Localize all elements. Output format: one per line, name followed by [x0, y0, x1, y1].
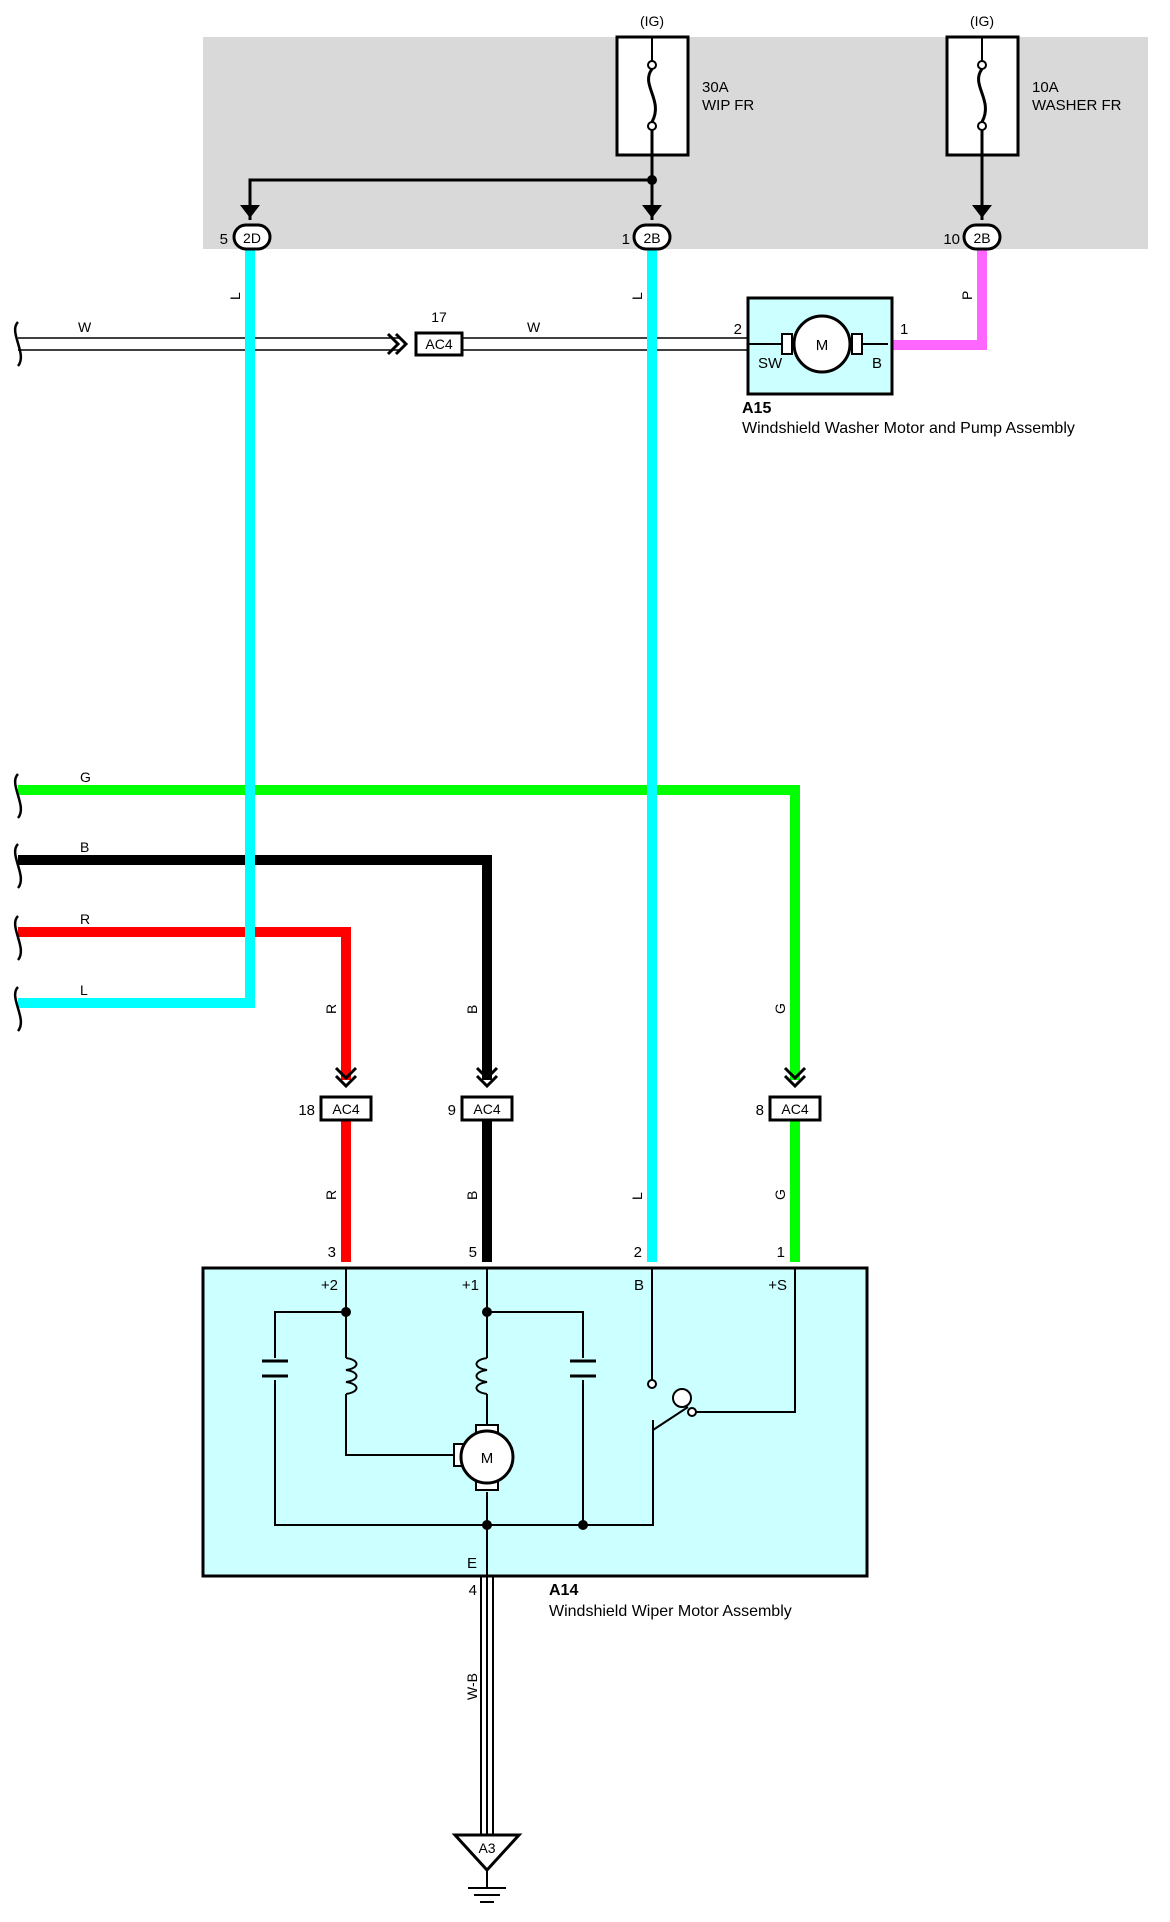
wiper-terminal-plus2: +2 — [321, 1277, 338, 1294]
wire-break-symbols — [13, 321, 23, 1032]
connector-2b-right: 10 2B — [943, 223, 1002, 251]
wire-label-wb: W-B — [464, 1673, 480, 1700]
wire-label-b-upper: B — [464, 1005, 480, 1014]
wire-wb-ground — [480, 1576, 494, 1835]
wiper-pin-1: 1 — [777, 1244, 785, 1261]
connector-2b-left-pin: 1 — [622, 231, 630, 248]
washer-motor-assembly: M SW B 2 1 A15 Windshield Washer Motor a… — [734, 296, 1075, 437]
wire-label-g-in: G — [80, 769, 91, 785]
wire-label-l-lower: L — [629, 1192, 645, 1200]
connector-ac4-17-pin: 17 — [431, 309, 447, 325]
wire-p-washer-supply — [888, 250, 987, 350]
washer-pin-sw: 2 — [734, 321, 742, 338]
coil-left-icon — [345, 1357, 358, 1405]
connector-ac4-9-label: AC4 — [473, 1101, 500, 1117]
connector-ac4-17-label: AC4 — [425, 336, 452, 352]
wire-label-b-lower: B — [464, 1191, 480, 1200]
wire-label-l-2d: L — [227, 292, 243, 300]
arrow-2b-left — [642, 205, 662, 218]
ground-icon — [451, 1833, 523, 1903]
connector-ac4-9-pin: 9 — [448, 1102, 456, 1119]
connector-2d-label: 2D — [243, 230, 261, 246]
switch-contact-icon — [647, 1379, 657, 1389]
coil-right-icon — [475, 1357, 488, 1425]
wiper-motor-symbol: M — [481, 1450, 494, 1467]
arrow-2d — [240, 205, 260, 218]
wire-label-l-in: L — [80, 982, 88, 998]
washer-motor-symbol: M — [816, 337, 829, 354]
wiper-ground-pin: 4 — [469, 1582, 477, 1599]
wire-label-w-mid: W — [527, 319, 541, 335]
wiper-terminal-plus-s: +S — [768, 1277, 787, 1294]
fuse-wip-supply: (IG) — [640, 13, 664, 29]
wiper-terminal-plus1: +1 — [462, 1277, 479, 1294]
wire-label-g-lower: G — [772, 1189, 788, 1200]
connector-ac4-8: 8 AC4 — [756, 1066, 822, 1122]
washer-terminal-b: B — [872, 355, 882, 372]
connector-ac4-9: 9 AC4 — [448, 1066, 514, 1122]
fuse-wip-name: WIP FR — [702, 97, 754, 114]
wiper-motor-assembly: 3 5 2 1 +2 +1 B +S — [201, 1244, 869, 1620]
connector-ac4-8-pin: 8 — [756, 1102, 764, 1119]
wiper-pin-2: 2 — [634, 1244, 642, 1261]
connector-2b-left-label: 2B — [643, 230, 660, 246]
cam-switch-icon — [672, 1388, 692, 1408]
wire-l-2d — [18, 250, 255, 1008]
wiper-motor-code: A14 — [549, 1582, 578, 1599]
connector-ac4-18-pin: 18 — [298, 1102, 315, 1119]
wiper-internal-circuit — [274, 1268, 796, 1580]
fuse-wip-rating: 30A — [702, 79, 729, 96]
fuse-washer-rating: 10A — [1032, 79, 1059, 96]
wire-label-g-upper: G — [772, 1003, 788, 1014]
arrow-2b-right — [972, 205, 992, 218]
connector-2b-left: 1 2B — [622, 223, 672, 251]
washer-pin-b: 1 — [900, 321, 908, 338]
wire-label-l-2b: L — [629, 292, 645, 300]
connector-2b-right-label: 2B — [973, 230, 990, 246]
wire-w-washer — [18, 337, 748, 351]
wiper-motor-name: Windshield Wiper Motor Assembly — [549, 1603, 792, 1620]
wire-g — [18, 785, 800, 1080]
washer-motor-name: Windshield Washer Motor and Pump Assembl… — [742, 420, 1075, 437]
wire-label-r-upper: R — [323, 1004, 339, 1014]
wire-label-r-in: R — [80, 911, 90, 927]
capacitor-right-icon — [570, 1359, 596, 1378]
junction-dot-wip — [647, 175, 657, 185]
connector-2d: 5 2D — [220, 223, 272, 251]
wiper-junction-dots — [341, 1307, 588, 1530]
connector-2b-right-pin: 10 — [943, 231, 960, 248]
washer-motor-icon — [792, 314, 852, 374]
connector-ac4-18-label: AC4 — [332, 1101, 359, 1117]
wiper-terminal-b: B — [634, 1277, 644, 1294]
wire-label-b-in: B — [80, 839, 89, 855]
washer-terminal-sw: SW — [758, 355, 783, 372]
connector-2d-pin: 5 — [220, 231, 228, 248]
ground-label: A3 — [478, 1840, 495, 1856]
wire-label-p-2b: P — [959, 291, 975, 300]
fuse-washer-supply: (IG) — [970, 13, 994, 29]
capacitor-left-icon — [262, 1359, 288, 1378]
wire-label-r-lower: R — [323, 1190, 339, 1200]
fuse-washer-name: WASHER FR — [1032, 97, 1122, 114]
wiper-motor-icon — [453, 1424, 515, 1491]
wire-r — [18, 927, 351, 1080]
wire-label-w-left: W — [78, 319, 92, 335]
wiper-terminal-e: E — [467, 1555, 477, 1572]
wiper-pin-5: 5 — [469, 1244, 477, 1261]
connector-ac4-8-label: AC4 — [781, 1101, 808, 1117]
wiper-pin-3: 3 — [328, 1244, 336, 1261]
washer-motor-code: A15 — [742, 400, 771, 417]
wire-b — [18, 855, 492, 1080]
connector-ac4-17: 17 AC4 — [386, 309, 464, 357]
connector-ac4-18: 18 AC4 — [298, 1066, 373, 1122]
